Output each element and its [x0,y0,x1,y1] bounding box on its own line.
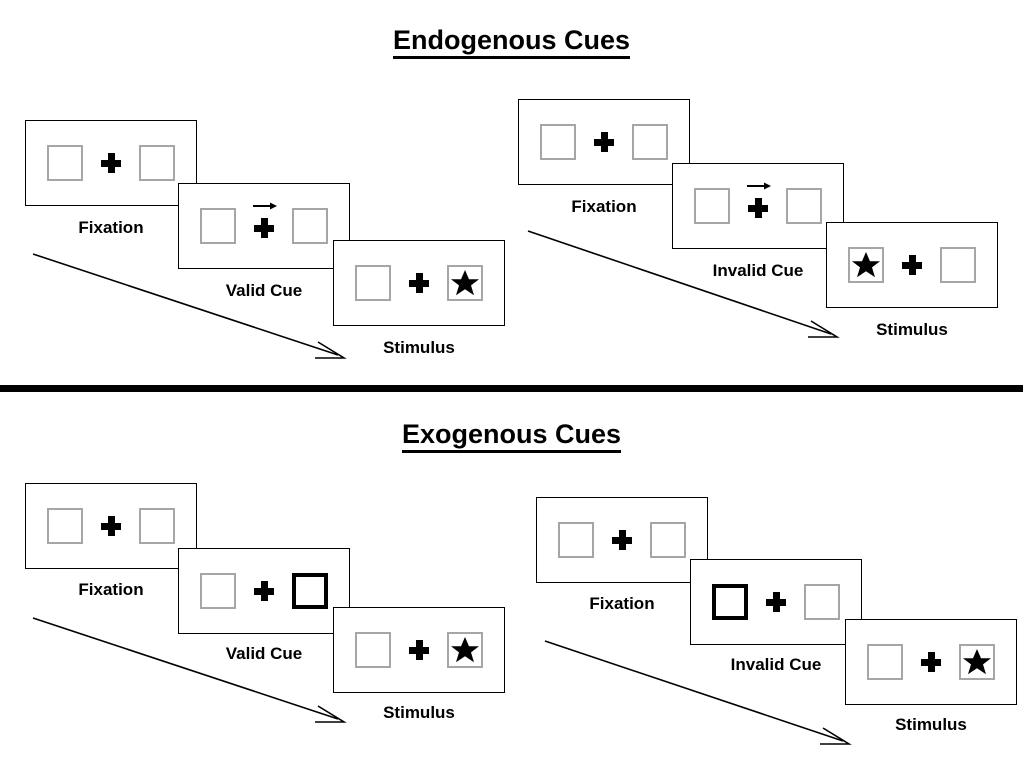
section-divider [0,385,1023,392]
central-cue [747,182,771,218]
fixation-cross-icon [766,592,786,612]
placeholder-box-left [200,573,236,609]
panel-exogenous-valid-stimulus[interactable] [333,607,505,693]
star-target-icon [451,637,479,663]
section-title-endogenous-text: Endogenous Cues [392,25,630,59]
placeholder-box-left [558,522,594,558]
caption-exogenous-invalid-stimulus: Stimulus [895,715,967,734]
placeholder-box-right [139,508,175,544]
peripheral-cue-box-left [712,584,748,620]
fixation-cross-icon [101,153,121,173]
caption-endogenous-valid-fixation: Fixation [78,218,144,237]
caption-exogenous-valid-cue: Valid Cue [225,644,303,663]
fixation-cross-icon [101,516,121,536]
caption-exogenous-valid-stimulus: Stimulus [383,703,455,722]
caption-exogenous-invalid-fixation: Fixation [589,594,655,613]
target-box-right [447,632,483,668]
panel-content [867,644,995,680]
placeholder-box-left [867,644,903,680]
panel-exogenous-invalid-fixation[interactable] [536,497,708,583]
central-cue [253,202,277,238]
placeholder-box-left [47,145,83,181]
fixation-cross-icon [748,198,768,218]
placeholder-box-right [804,584,840,620]
star-target-icon [451,270,479,296]
placeholder-box-right [632,124,668,160]
panel-content [694,182,822,224]
section-title-endogenous: Endogenous Cues [0,25,1023,59]
arrow-cue-right-icon [747,182,771,190]
fixation-cross-icon [921,652,941,672]
panel-content [540,124,668,160]
caption-endogenous-valid-stimulus: Stimulus [383,338,455,357]
caption-endogenous-invalid-stimulus: Stimulus [876,320,948,339]
star-target-icon [963,649,991,675]
star-target-icon [852,252,880,278]
placeholder-box-right [786,188,822,224]
fixation-cross-icon [409,640,429,660]
panel-endogenous-valid-stimulus[interactable] [333,240,505,326]
peripheral-cue-box-right [292,573,328,609]
target-box-left [848,247,884,283]
panel-exogenous-invalid-stimulus[interactable] [845,619,1017,705]
panel-exogenous-valid-cue[interactable] [178,548,350,634]
fixation-cross-icon [612,530,632,550]
panel-endogenous-valid-cue[interactable] [178,183,350,269]
panel-content [47,508,175,544]
placeholder-box-left [355,632,391,668]
placeholder-box-left [200,208,236,244]
fixation-cross-icon [409,273,429,293]
placeholder-box-right [292,208,328,244]
panel-content [712,584,840,620]
fixation-cross-icon [254,218,274,238]
caption-exogenous-valid-fixation: Fixation [78,580,144,599]
caption-endogenous-valid-cue: Valid Cue [225,281,303,300]
panel-content [848,247,976,283]
target-box-right [959,644,995,680]
placeholder-box-right [940,247,976,283]
placeholder-box-right [650,522,686,558]
placeholder-box-left [47,508,83,544]
panel-endogenous-valid-fixation[interactable] [25,120,197,206]
section-title-exogenous: Exogenous Cues [0,419,1023,453]
caption-endogenous-invalid-fixation: Fixation [571,197,637,216]
section-title-exogenous-text: Exogenous Cues [401,419,622,453]
panel-exogenous-invalid-cue[interactable] [690,559,862,645]
placeholder-box-left [540,124,576,160]
panel-content [355,265,483,301]
panel-content [200,573,328,609]
placeholder-box-left [355,265,391,301]
panel-content [200,202,328,244]
panel-content [355,632,483,668]
placeholder-box-left [694,188,730,224]
arrow-cue-right-icon [253,202,277,210]
panel-content [47,145,175,181]
target-box-right [447,265,483,301]
panel-exogenous-valid-fixation[interactable] [25,483,197,569]
caption-exogenous-invalid-cue: Invalid Cue [730,655,822,674]
placeholder-box-right [139,145,175,181]
panel-content [558,522,686,558]
panel-endogenous-invalid-stimulus[interactable] [826,222,998,308]
caption-endogenous-invalid-cue: Invalid Cue [712,261,804,280]
fixation-cross-icon [254,581,274,601]
fixation-cross-icon [902,255,922,275]
fixation-cross-icon [594,132,614,152]
panel-endogenous-invalid-fixation[interactable] [518,99,690,185]
panel-endogenous-invalid-cue[interactable] [672,163,844,249]
